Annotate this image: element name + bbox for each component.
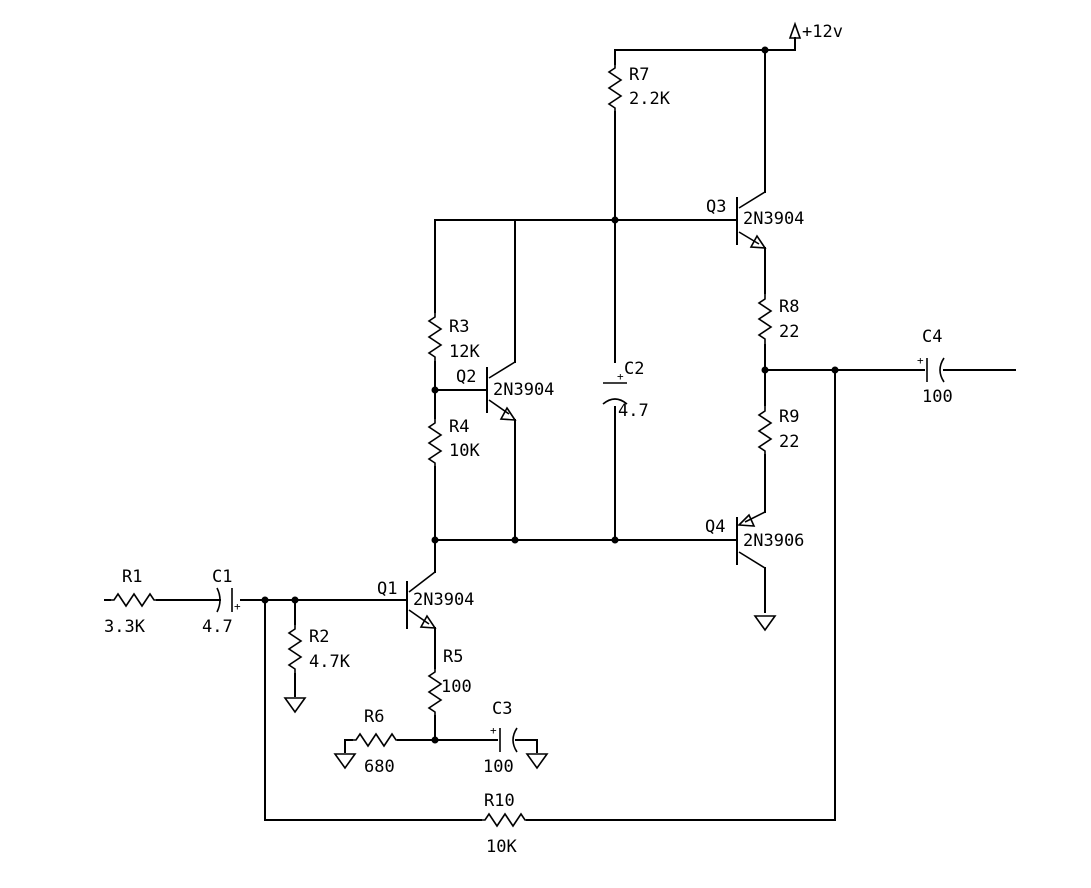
transistor-q1: Q1 2N3904 [377,571,474,629]
r5-value: 100 [441,677,472,697]
q3-ref: Q3 [706,197,726,217]
r5-ref: R5 [443,647,463,667]
r8-value: 22 [779,322,799,342]
r4-ref: R4 [449,417,469,437]
ground-icon [283,697,307,714]
junction-dot [291,596,299,604]
q3-value: 2N3904 [743,209,804,229]
r6-value: 680 [364,757,395,777]
resistor-r4: R4 10K [427,417,480,467]
junction-dot [611,536,619,544]
resistor-r2: R2 4.7K [287,624,351,674]
r4-value: 10K [449,441,480,461]
resistor-r10: R10 10K [481,791,527,857]
supply-arrow-icon [788,21,802,39]
resistor-r5: R5 100 [427,647,472,716]
ground-symbols [283,615,777,770]
junction-dot [431,386,439,394]
q4-value: 2N3906 [743,531,804,551]
r6-ref: R6 [364,707,384,727]
q2-value: 2N3904 [493,380,554,400]
resistor-r3: R3 12K [427,312,480,362]
c1-polarity-mark: + [234,600,241,613]
ground-icon [333,753,357,770]
junction-dot [511,536,519,544]
junction-dot [761,366,769,374]
q1-ref: Q1 [377,579,397,599]
c4-ref: C4 [922,327,942,347]
junction-dot [831,366,839,374]
capacitor-c4: + C4 100 [917,327,953,407]
supply-terminal: +12v [788,21,843,42]
c3-value: 100 [483,757,514,777]
c2-polarity-mark: + [617,370,624,383]
resistor-r8: R8 22 [757,293,799,345]
r9-ref: R9 [779,407,799,427]
transistor-q3: Q3 2N3904 [706,191,804,249]
wires [104,37,1016,821]
junction-dot [761,46,769,54]
capacitor-c1: + C1 4.7 [202,567,241,637]
r10-ref: R10 [484,791,515,811]
junction-dot [261,596,269,604]
r1-value: 3.3K [104,617,146,637]
c4-polarity-mark: + [917,354,924,367]
r2-value: 4.7K [309,652,351,672]
junction-dot [431,536,439,544]
r7-value: 2.2K [629,89,671,109]
c3-polarity-mark: + [490,724,497,737]
q4-ref: Q4 [705,517,725,537]
r7-ref: R7 [629,65,649,85]
c2-value: 4.7 [618,401,649,421]
r9-value: 22 [779,432,799,452]
q2-ref: Q2 [456,367,476,387]
q1-value: 2N3904 [413,590,474,610]
ground-icon [753,615,777,632]
junction-dots [261,46,839,744]
supply-label: +12v [802,22,843,42]
emitter-arrow-icon [737,513,756,527]
c2-ref: C2 [624,359,644,379]
resistor-r7: R7 2.2K [607,64,671,112]
resistor-r6: R6 680 [352,707,398,777]
junction-dot [431,736,439,744]
ground-icon [525,753,549,770]
transistor-q4: Q4 2N3906 [705,511,804,569]
c1-value: 4.7 [202,617,233,637]
c4-value: 100 [922,387,953,407]
r3-ref: R3 [449,317,469,337]
r10-value: 10K [486,837,517,857]
r2-ref: R2 [309,627,329,647]
r8-ref: R8 [779,297,799,317]
capacitor-c2: + C2 4.7 [602,359,649,421]
emitter-arrow-icon [419,614,437,629]
junction-dot [611,216,619,224]
emitter-arrow-icon [499,406,517,421]
transistor-q2: Q2 2N3904 [456,361,554,421]
r3-value: 12K [449,342,480,362]
emitter-arrow-icon [749,234,767,249]
c3-ref: C3 [492,699,512,719]
capacitor-c3: + C3 100 [483,699,518,777]
r1-ref: R1 [122,567,142,587]
c1-ref: C1 [212,567,232,587]
resistor-r9: R9 22 [757,405,799,455]
resistor-r1: R1 3.3K [104,567,157,637]
